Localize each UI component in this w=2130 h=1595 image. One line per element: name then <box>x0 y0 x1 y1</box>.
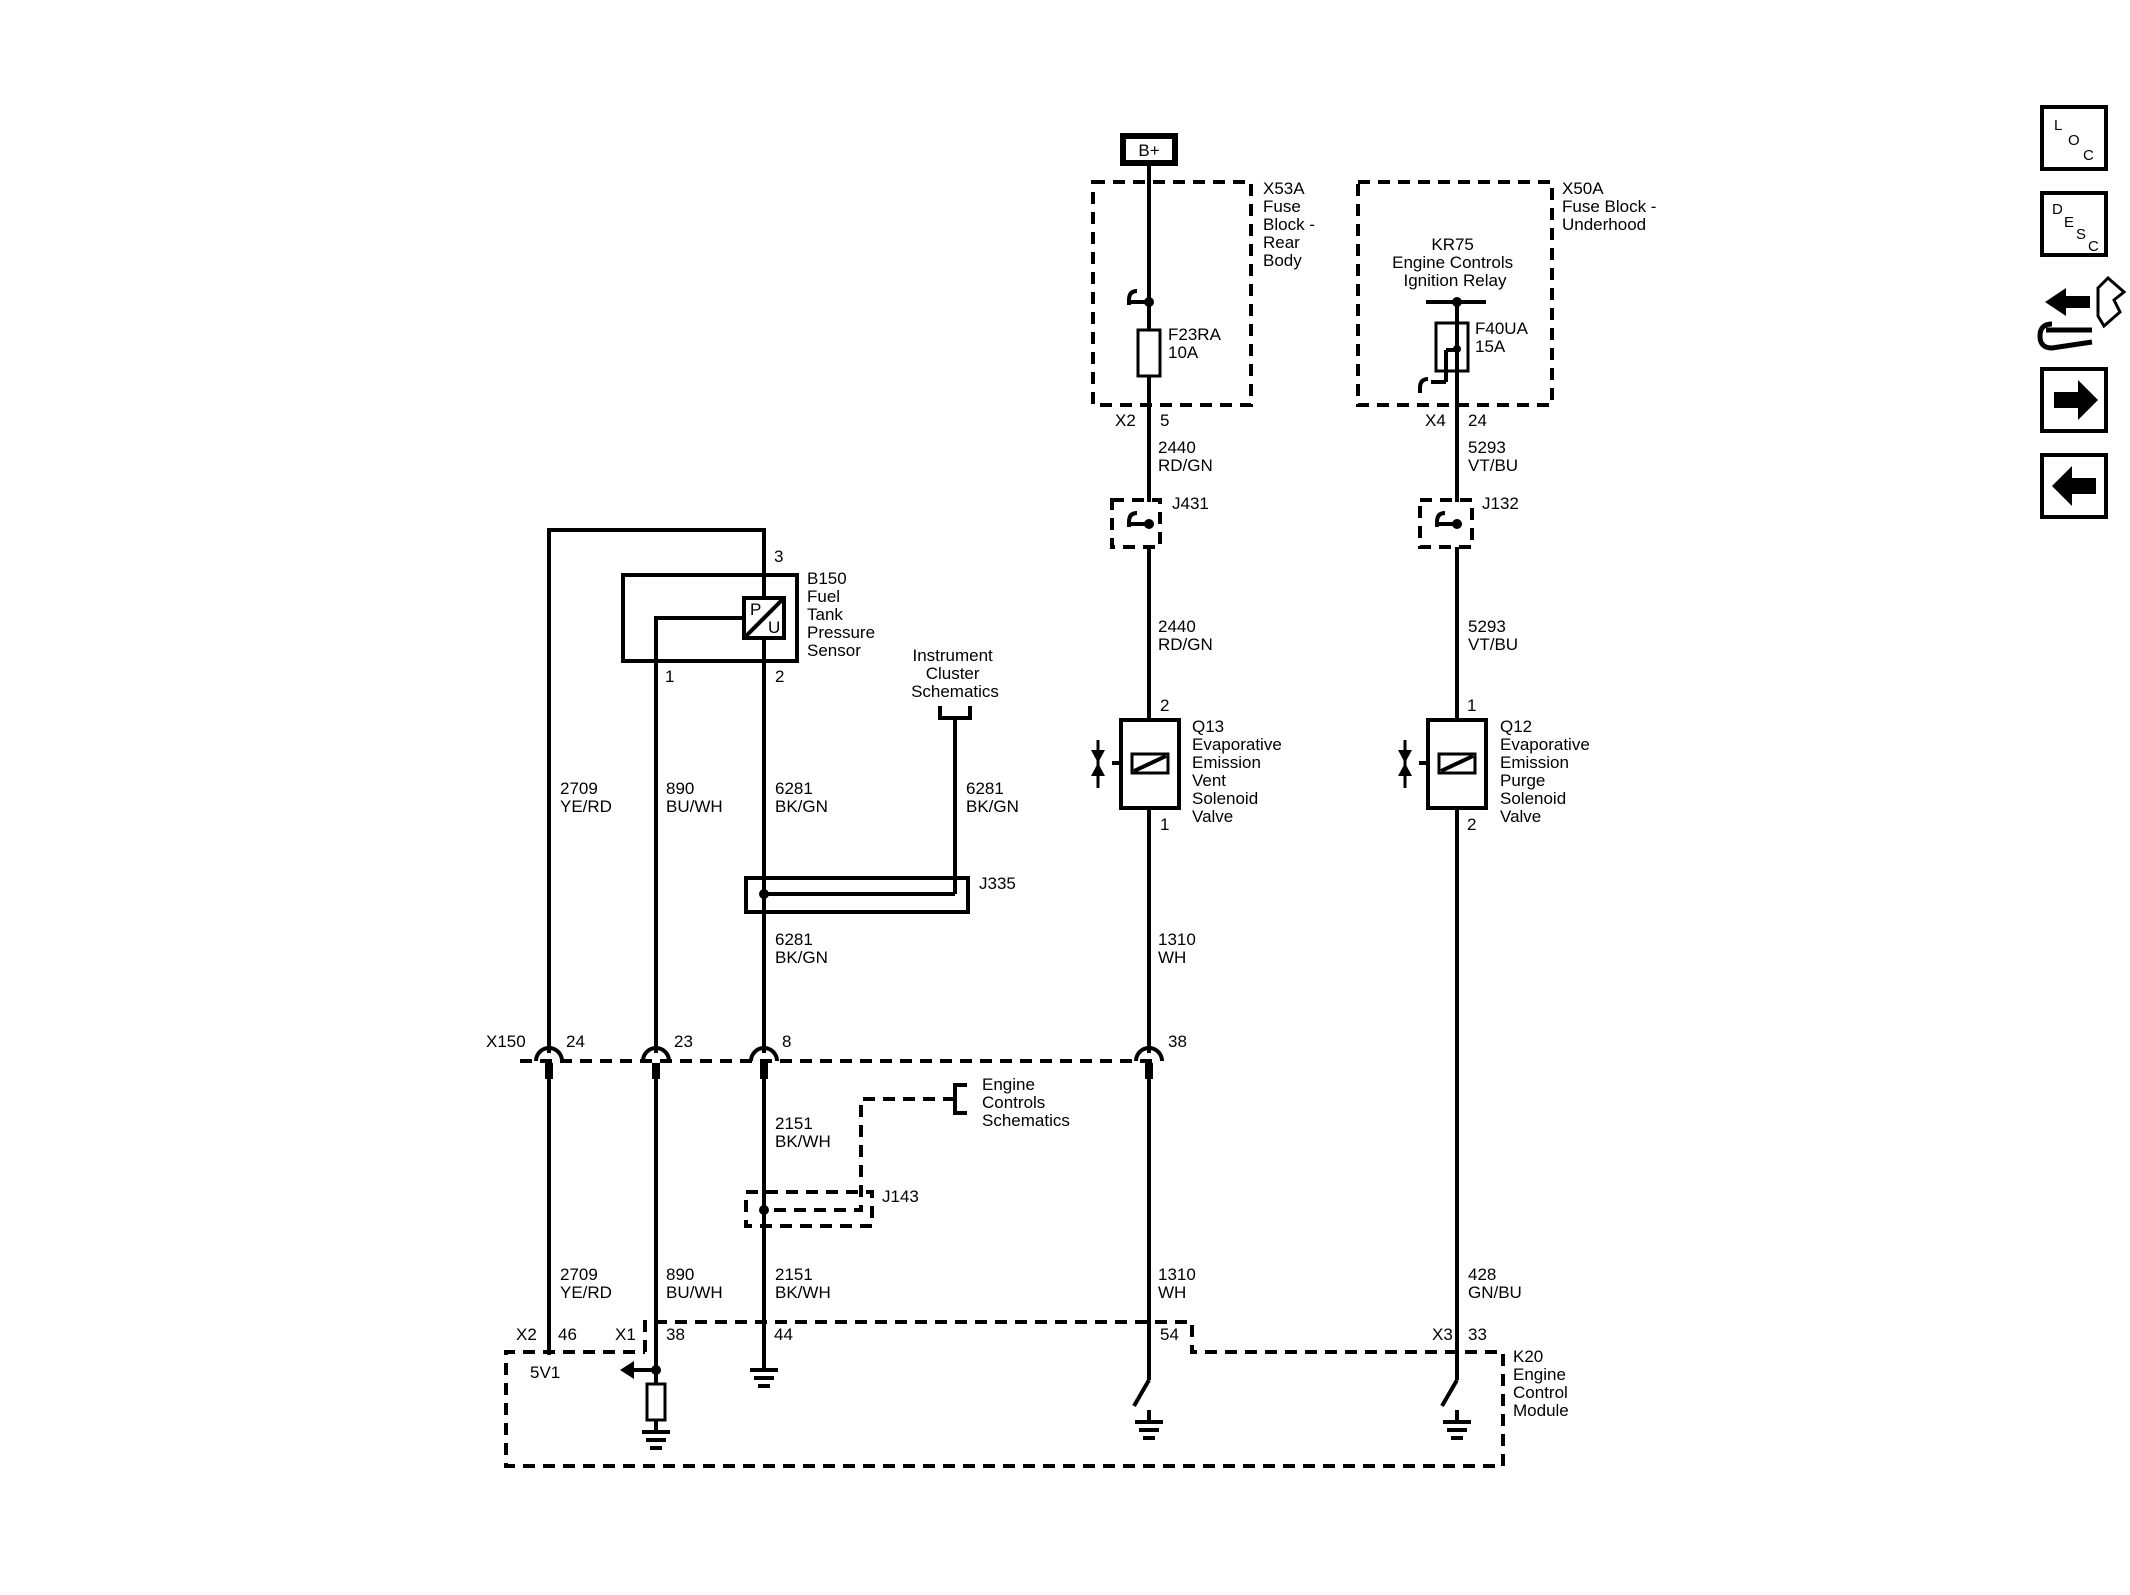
arrow-right-icon[interactable] <box>2040 367 2108 433</box>
b150-u-mark: U <box>768 618 780 637</box>
q13-label: Q13 Evaporative Emission Vent Solenoid V… <box>1192 717 1287 826</box>
wire-6281-label-a: 6281 BK/GN <box>775 779 828 816</box>
svg-text:L: L <box>2054 117 2062 134</box>
j335-label: J335 <box>979 874 1016 893</box>
q12-label: Q12 Evaporative Emission Purge Solenoid … <box>1500 717 1595 826</box>
b150-sensor-body <box>621 573 799 663</box>
wire-2151-label-a: 2151 BK/WH <box>775 1114 831 1151</box>
x150-connector-label: X150 <box>486 1032 526 1051</box>
connector-tool-icon[interactable] <box>2037 275 2127 351</box>
x2-ecm-pin46: 46 <box>558 1325 577 1344</box>
b150-pin3: 3 <box>774 547 783 566</box>
svg-text:C: C <box>2088 238 2099 255</box>
engine-controls-reference[interactable]: Engine Controls Schematics <box>982 1075 1070 1130</box>
loc-button[interactable]: L O C <box>2040 105 2108 171</box>
x1-pin54: 54 <box>1160 1325 1179 1344</box>
x2-ecm-connector-label: X2 <box>516 1325 537 1344</box>
x150-pin23: 23 <box>674 1032 693 1051</box>
pull-down-resistor <box>645 1382 667 1422</box>
wire-428-label: 428 GN/BU <box>1468 1265 1522 1302</box>
b-plus-label: B+ <box>1138 141 1159 160</box>
q13-bottom-pin: 1 <box>1160 815 1169 834</box>
x3-connector-label: X3 <box>1432 1325 1453 1344</box>
five-volt-reference-label: 5V1 <box>530 1363 560 1382</box>
ground-icon <box>642 1430 670 1450</box>
b150-p-mark: P <box>750 600 761 619</box>
j431-splice-outline <box>1110 498 1162 549</box>
x4-pin-label: 24 <box>1468 411 1487 430</box>
f23ra-fuse <box>1136 328 1162 378</box>
svg-text:D: D <box>2052 201 2063 218</box>
x2-fuse-pin-label: 5 <box>1160 411 1169 430</box>
j431-label: J431 <box>1172 494 1209 513</box>
wire-890-label-b: 890 BU/WH <box>666 1265 723 1302</box>
f23ra-label: F23RA 10A <box>1168 325 1225 362</box>
wire-5293-label-a: 5293 VT/BU <box>1468 438 1518 475</box>
j143-splice-outline <box>744 1190 874 1228</box>
k20-label: K20 Engine Control Module <box>1513 1347 1573 1420</box>
wire-6281-label-c: 6281 BK/GN <box>775 930 828 967</box>
wire-890-label-a: 890 BU/WH <box>666 779 723 816</box>
svg-text:O: O <box>2068 132 2080 149</box>
j143-label: J143 <box>882 1187 919 1206</box>
wire-1310-label-a: 1310 WH <box>1158 930 1201 967</box>
x1-ecm-connector-label: X1 <box>615 1325 636 1344</box>
x4-connector-label: X4 <box>1425 411 1446 430</box>
q12-top-pin: 1 <box>1467 696 1476 715</box>
x2-fuse-connector-label: X2 <box>1115 411 1136 430</box>
svg-text:S: S <box>2076 226 2086 243</box>
ground-icon <box>1135 1420 1163 1440</box>
q12-bottom-pin: 2 <box>1467 815 1476 834</box>
x1-pin44: 44 <box>774 1325 793 1344</box>
q12-driver-switch <box>1440 1379 1459 1407</box>
svg-text:C: C <box>2083 147 2094 164</box>
wire-2440-label-b: 2440 RD/GN <box>1158 617 1213 654</box>
wire-2151-label-b: 2151 BK/WH <box>775 1265 831 1302</box>
k20-ecm-outline <box>504 1320 1505 1468</box>
low-reference-ground-icon <box>750 1368 778 1388</box>
desc-button[interactable]: D E S C <box>2040 191 2108 257</box>
wire-6281-label-b: 6281 BK/GN <box>966 779 1019 816</box>
arrow-left-icon[interactable] <box>2040 453 2108 519</box>
b150-pin1: 1 <box>665 667 674 686</box>
wire-2709-label-a: 2709 YE/RD <box>560 779 612 816</box>
x50a-fuse-block-outline <box>1356 180 1554 407</box>
q13-top-pin: 2 <box>1160 696 1169 715</box>
svg-text:E: E <box>2064 214 2074 231</box>
b150-label: B150 Fuel Tank Pressure Sensor <box>807 569 880 660</box>
b150-pin2: 2 <box>775 667 784 686</box>
wire-1310-label-b: 1310 WH <box>1158 1265 1201 1302</box>
x150-pin8: 8 <box>782 1032 791 1051</box>
instrument-cluster-reference[interactable]: Instrument Cluster Schematics <box>911 646 999 701</box>
x150-pins <box>534 1046 1164 1079</box>
x1-pin38: 38 <box>666 1325 685 1344</box>
j132-splice-outline <box>1418 498 1474 549</box>
x150-pin24: 24 <box>566 1032 585 1051</box>
q13-driver-switch <box>1132 1379 1151 1407</box>
x53a-fuse-block-outline <box>1091 180 1253 407</box>
f40ua-fuse <box>1418 302 1470 393</box>
j335-splice <box>744 876 970 914</box>
ground-icon <box>1443 1420 1471 1440</box>
wire-2709-label-b: 2709 YE/RD <box>560 1265 612 1302</box>
x50a-label: X50A Fuse Block - Underhood <box>1562 179 1661 234</box>
kr75-relay-label: KR75 Engine Controls Ignition Relay <box>1392 235 1518 290</box>
wire-2440-label-a: 2440 RD/GN <box>1158 438 1213 475</box>
x150-pin38: 38 <box>1168 1032 1187 1051</box>
battery-positive-terminal: B+ <box>1120 133 1178 166</box>
wire-5293-label-b: 5293 VT/BU <box>1468 617 1518 654</box>
x3-pin-label: 33 <box>1468 1325 1487 1344</box>
j132-label: J132 <box>1482 494 1519 513</box>
x53a-label: X53A Fuse Block - Rear Body <box>1263 179 1320 270</box>
f40ua-label: F40UA 15A <box>1475 319 1532 356</box>
